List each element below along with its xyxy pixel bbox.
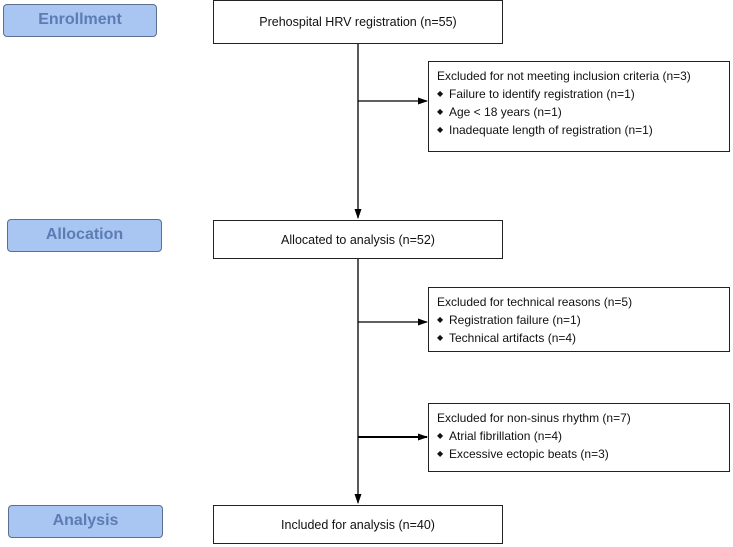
allocated-box: Allocated to analysis (n=52) bbox=[213, 220, 503, 259]
exclusion-list: ◆ Atrial fibrillation (n=4) ◆ Excessive ec… bbox=[437, 427, 721, 463]
list-item: ◆ Age < 18 years (n=1) bbox=[437, 103, 721, 121]
list-item: ◆ Atrial fibrillation (n=4) bbox=[437, 427, 721, 445]
exclusion-list: ◆Failure to identify registration (n=1) … bbox=[437, 85, 721, 139]
list-item: ◆ Registration failure (n=1) bbox=[437, 311, 721, 329]
exclusion-box-criteria: Excluded for not meeting inclusion crite… bbox=[428, 61, 730, 152]
stage-label-allocation: Allocation bbox=[7, 219, 162, 252]
list-item-text: Registration failure (n=1) bbox=[449, 313, 581, 327]
exclusion-title: Excluded for non-sinus rhythm (n=7) bbox=[437, 411, 631, 425]
list-item: ◆ Technical artifacts (n=4) bbox=[437, 329, 721, 347]
included-box: Included for analysis (n=40) bbox=[213, 505, 503, 544]
list-item-text: Age < 18 years (n=1) bbox=[449, 105, 562, 119]
exclusion-box-technical: Excluded for technical reasons (n=5) ◆ Re… bbox=[428, 287, 730, 352]
list-item-text: Technical artifacts (n=4) bbox=[449, 331, 577, 345]
stage-label-enrollment: Enrollment bbox=[3, 4, 157, 37]
registration-text: Prehospital HRV registration (n=55) bbox=[259, 15, 457, 29]
diamond-bullet-icon: ◆ bbox=[437, 315, 444, 324]
exclusion-list: ◆ Registration failure (n=1) ◆ Technical a… bbox=[437, 311, 721, 347]
list-item-text: Excessive ectopic beats (n=3) bbox=[449, 447, 609, 461]
exclusion-box-rhythm: Excluded for non-sinus rhythm (n=7) ◆ Atr… bbox=[428, 403, 730, 472]
list-item: ◆ Failure to identify registration (n=1) bbox=[437, 85, 721, 103]
list-item: ◆ Excessive ectopic beats (n=3) bbox=[437, 445, 721, 463]
list-item: ◆ Inadequate length of registration (n=1) bbox=[437, 121, 721, 139]
diamond-bullet-icon: ◆ bbox=[437, 125, 444, 134]
exclusion-title: Excluded for technical reasons (n=5) bbox=[437, 295, 633, 309]
list-item-text: Failure to identify registration (n=1) bbox=[449, 87, 635, 101]
exclusion-title: Excluded for not meeting inclusion crite… bbox=[437, 69, 691, 83]
included-text: Included for analysis (n=40) bbox=[281, 517, 435, 532]
list-item-text: Inadequate length of registration (n=1) bbox=[449, 123, 653, 137]
registration-box: Prehospital HRV registration (n=55) bbox=[213, 0, 503, 44]
diamond-bullet-icon: ◆ bbox=[437, 89, 444, 98]
diamond-bullet-icon: ◆ bbox=[437, 449, 444, 458]
allocated-text: Allocated to analysis (n=52) bbox=[281, 232, 435, 247]
list-item-text: Atrial fibrillation (n=4) bbox=[449, 429, 563, 443]
diamond-bullet-icon: ◆ bbox=[437, 107, 444, 116]
diamond-bullet-icon: ◆ bbox=[437, 431, 444, 440]
stage-label-analysis: Analysis bbox=[8, 505, 163, 538]
diamond-bullet-icon: ◆ bbox=[437, 333, 444, 342]
